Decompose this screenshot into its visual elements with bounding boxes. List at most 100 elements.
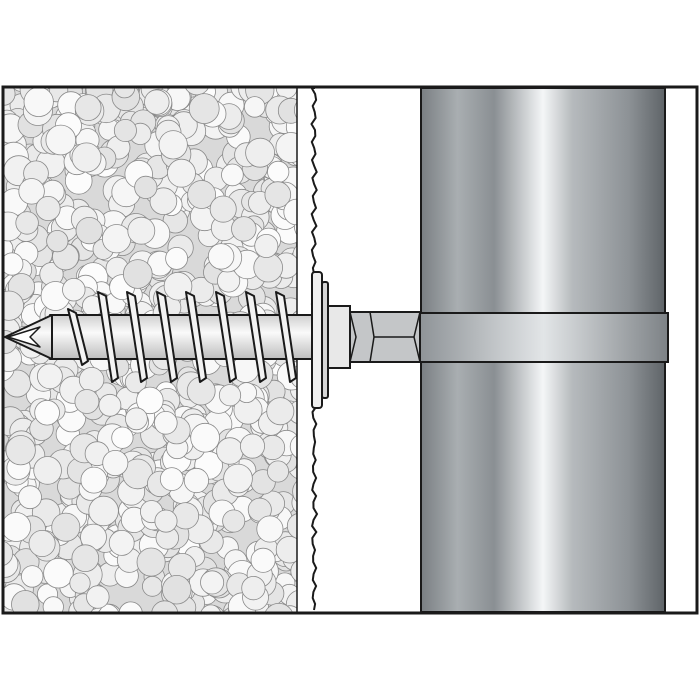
washer [311, 271, 329, 409]
insulation-bead [275, 536, 297, 564]
insulation-bead [165, 246, 189, 270]
insulation-bead [45, 124, 77, 156]
screw-anchor [4, 291, 313, 383]
insulation-bead [5, 435, 36, 466]
insulation-bead [267, 160, 290, 183]
insulation-bead [88, 495, 119, 527]
insulation-bead [239, 433, 265, 459]
pipe-clamp [418, 312, 669, 363]
insulation-bead [216, 437, 244, 465]
insulation-bead [98, 393, 122, 417]
insulation-bead [154, 509, 178, 533]
insulation-bead [80, 466, 108, 494]
insulation-bead [111, 426, 134, 449]
insulation-bead [222, 509, 246, 533]
insulation-bead [299, 446, 322, 469]
screw-thread [67, 308, 89, 366]
insulation-bead [62, 278, 86, 302]
insulation-bead [161, 575, 192, 605]
insulation-bead [231, 216, 257, 242]
insulation-bead [221, 163, 244, 187]
insulation-bead [294, 101, 297, 119]
insulation-bead [71, 142, 102, 173]
screw-thread [275, 291, 297, 383]
insulation-bead [167, 158, 196, 188]
insulation-bead [74, 94, 102, 121]
insulation-bead [185, 88, 209, 96]
insulation-bead [35, 195, 61, 221]
insulation-bead [294, 217, 297, 236]
insulation-bead [243, 96, 266, 118]
insulation-bead [188, 93, 220, 124]
insulation-bead [250, 547, 276, 573]
insulation-bead [286, 513, 297, 539]
insulation-bead [158, 130, 188, 160]
insulation-bead [21, 565, 44, 588]
insulation-bead [295, 240, 297, 252]
insulation-bead [74, 389, 100, 414]
insulation-bead [151, 600, 179, 612]
screw-thread [156, 291, 178, 383]
insulation-bead [187, 180, 217, 209]
insulation-bead [69, 572, 91, 594]
insulation-bead [218, 384, 242, 407]
insulation-bead [71, 544, 100, 572]
screw-thread [215, 291, 237, 383]
insulation-bead [159, 467, 184, 492]
insulation-bead [223, 463, 253, 494]
insulation-bead [294, 539, 297, 558]
hex-nut [327, 305, 421, 369]
insulation-bead [141, 575, 163, 597]
insulation-bead [289, 434, 297, 459]
insulation-bead [144, 89, 170, 115]
insulation-bead [102, 224, 132, 254]
frame [1, 85, 699, 615]
insulation-bead [42, 596, 64, 612]
insulation-bead [4, 290, 24, 321]
insulation-bead [33, 456, 62, 485]
insulation-bead [209, 195, 237, 223]
insulation-bead [43, 558, 74, 589]
screw-thread [185, 291, 207, 383]
insulation-bead [113, 119, 137, 143]
insulation-bead [46, 230, 69, 253]
insulation-bead [28, 530, 56, 558]
insulation-bead [264, 181, 292, 208]
insulation-bead [18, 485, 42, 510]
insulation-bead [124, 407, 148, 431]
insulation-bead [207, 243, 235, 270]
insulation-bead [136, 386, 164, 415]
insulation-bead [134, 175, 158, 199]
screw-thread [245, 291, 267, 383]
insulation-bead [241, 575, 266, 601]
insulation-bead [78, 367, 105, 393]
insulation-bead [200, 604, 222, 612]
insulation-bead [254, 233, 279, 258]
screw-thread [97, 291, 119, 383]
insulation-bead [256, 515, 284, 543]
insulation-bead [266, 397, 295, 426]
insulation-bead [114, 88, 136, 99]
insulation-bead [11, 590, 40, 612]
insulation-bead [23, 88, 54, 117]
insulation-bead [102, 449, 129, 476]
insulation-bead [123, 259, 153, 289]
insulation-bead [298, 540, 321, 563]
insulation-bead [200, 570, 225, 595]
insulation-bead [108, 530, 135, 556]
insulation-bead [245, 137, 276, 168]
insulation-bead [266, 460, 289, 483]
insulation-bead [275, 132, 297, 163]
insulation-bead [264, 603, 293, 612]
insulation-bead [127, 216, 156, 245]
insulation-bead [149, 187, 178, 216]
insulation-bead [34, 399, 60, 426]
insulation-bead [183, 467, 209, 494]
insulation-bead [4, 512, 32, 542]
insulation-bead [51, 512, 81, 542]
insulation-bead [37, 363, 63, 390]
insulation-bead [75, 217, 103, 245]
insulation-bead [154, 410, 178, 435]
insulation-bead [290, 560, 297, 582]
